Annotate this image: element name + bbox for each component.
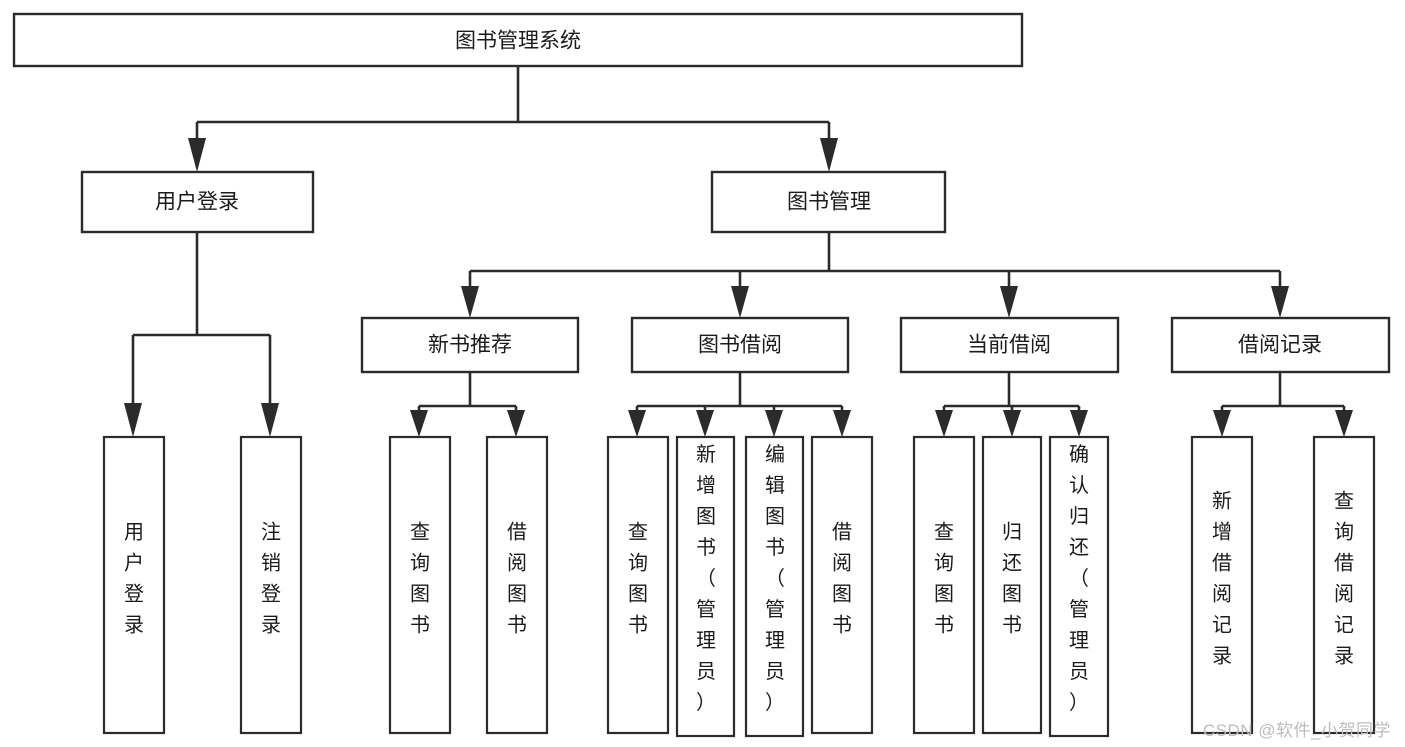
arrow-head-book-borrow-leaf-2	[696, 410, 714, 437]
node-current-borrow-label: 当前借阅	[967, 334, 1051, 357]
node-book-management[interactable]: 图书管理	[710, 170, 947, 234]
arrow-head-book-borrow	[731, 286, 749, 318]
node-leaf-borrow-book[interactable]: 借阅图书	[810, 435, 874, 735]
node-borrow-record-box[interactable]	[1170, 316, 1391, 374]
node-leaf-add-borrow-record-box[interactable]	[1190, 435, 1254, 735]
arrow-head-new-book-leaf-1	[410, 410, 428, 437]
node-leaf-confirm-return-admin[interactable]: 确认归还（管理员）	[1048, 435, 1110, 738]
node-leaf-return-book-box[interactable]	[981, 435, 1043, 735]
node-book-borrow-box[interactable]	[630, 316, 850, 374]
node-leaf-borrow-book-label: 借阅图书	[832, 521, 852, 637]
node-book-borrow[interactable]: 图书借阅	[630, 316, 850, 374]
node-user-login-label: 用户登录	[155, 191, 239, 214]
node-leaf-borrow-book-box[interactable]	[810, 435, 874, 735]
node-leaf-newbook-borrow[interactable]: 借阅图书	[485, 435, 549, 735]
arrow-head-user-login	[188, 138, 206, 172]
node-leaf-current-query-label: 查询图书	[934, 521, 954, 637]
node-leaf-return-book[interactable]: 归还图书	[981, 435, 1043, 735]
arrow-head-new-book	[461, 286, 479, 318]
node-leaf-borrow-query[interactable]: 查询图书	[606, 435, 670, 735]
arrow-head-borrow-record	[1271, 286, 1289, 318]
node-leaf-add-borrow-record[interactable]: 新增借阅记录	[1190, 435, 1254, 735]
arrow-head-borrow-record-leaf-1	[1213, 410, 1231, 437]
arrow-head-current-borrow-leaf-3	[1070, 410, 1088, 437]
node-leaf-user-login-label: 用户登录	[124, 522, 144, 637]
node-leaf-newbook-query-box[interactable]	[388, 435, 452, 735]
node-leaf-borrow-query-box[interactable]	[606, 435, 670, 735]
node-new-book-recommend-label: 新书推荐	[428, 334, 512, 357]
node-leaf-logout[interactable]: 注销登录	[239, 435, 303, 735]
arrow-head-current-borrow-leaf-1	[935, 410, 953, 437]
node-user-login[interactable]: 用户登录	[80, 170, 315, 234]
node-current-borrow-box[interactable]	[899, 316, 1120, 374]
arrow-head-book-borrow-leaf-3	[765, 410, 783, 437]
node-leaf-user-login-box[interactable]	[102, 435, 166, 735]
arrow-head-book-borrow-leaf-1	[628, 410, 646, 437]
node-leaf-newbook-borrow-label: 借阅图书	[507, 521, 527, 637]
node-leaf-add-book-admin-box[interactable]	[675, 435, 736, 738]
node-new-book-recommend-box[interactable]	[360, 316, 580, 374]
node-leaf-newbook-query-label: 查询图书	[410, 521, 430, 637]
arrow-head-book-mgmt	[820, 138, 838, 172]
node-leaf-query-borrow-record-box[interactable]	[1312, 435, 1376, 735]
arrow-head-current-borrow-leaf-2	[1003, 410, 1021, 437]
arrow-head-current-borrow	[1000, 286, 1018, 318]
node-leaf-confirm-return-admin-label: 确认归还（管理员）	[1069, 443, 1089, 714]
node-leaf-edit-book-admin-label: 编辑图书（管理员）	[765, 443, 785, 714]
arrow-head-new-book-leaf-2	[507, 410, 525, 437]
node-book-management-box[interactable]	[710, 170, 947, 234]
node-current-borrow[interactable]: 当前借阅	[899, 316, 1120, 374]
node-leaf-current-query-box[interactable]	[912, 435, 976, 735]
node-leaf-edit-book-admin-box[interactable]	[744, 435, 805, 738]
arrow-head-user-login-leaf-1	[124, 403, 142, 437]
arrow-head-book-borrow-leaf-4	[833, 410, 851, 437]
node-leaf-logout-box[interactable]	[239, 435, 303, 735]
node-root-box[interactable]	[12, 12, 1024, 68]
node-root[interactable]: 图书管理系统	[12, 12, 1024, 68]
node-leaf-confirm-return-admin-box[interactable]	[1048, 435, 1110, 738]
node-leaf-return-book-label: 归还图书	[1002, 521, 1022, 637]
node-leaf-user-login[interactable]: 用户登录	[102, 435, 166, 735]
node-new-book-recommend[interactable]: 新书推荐	[360, 316, 580, 374]
node-leaf-add-book-admin-label: 新增图书（管理员）	[696, 443, 716, 714]
node-leaf-newbook-borrow-box[interactable]	[485, 435, 549, 735]
node-user-login-box[interactable]	[80, 170, 315, 234]
node-borrow-record[interactable]: 借阅记录	[1170, 316, 1391, 374]
node-leaf-add-book-admin[interactable]: 新增图书（管理员）	[675, 435, 736, 738]
node-leaf-query-borrow-record[interactable]: 查询借阅记录	[1312, 435, 1376, 735]
node-book-borrow-label: 图书借阅	[698, 334, 782, 357]
node-root-label: 图书管理系统	[455, 30, 581, 53]
connector-layer	[124, 66, 1353, 437]
node-leaf-current-query[interactable]: 查询图书	[912, 435, 976, 735]
node-leaf-query-borrow-record-label: 查询借阅记录	[1334, 490, 1354, 668]
node-borrow-record-label: 借阅记录	[1238, 334, 1322, 357]
node-leaf-borrow-query-label: 查询图书	[628, 521, 648, 637]
node-leaf-logout-label: 注销登录	[261, 521, 281, 637]
node-book-management-label: 图书管理	[787, 191, 871, 214]
arrow-head-borrow-record-leaf-2	[1335, 410, 1353, 437]
node-leaf-newbook-query[interactable]: 查询图书	[388, 435, 452, 735]
node-leaf-add-borrow-record-label: 新增借阅记录	[1212, 490, 1232, 668]
node-leaf-edit-book-admin[interactable]: 编辑图书（管理员）	[744, 435, 805, 738]
arrow-head-user-login-leaf-2	[261, 403, 279, 437]
